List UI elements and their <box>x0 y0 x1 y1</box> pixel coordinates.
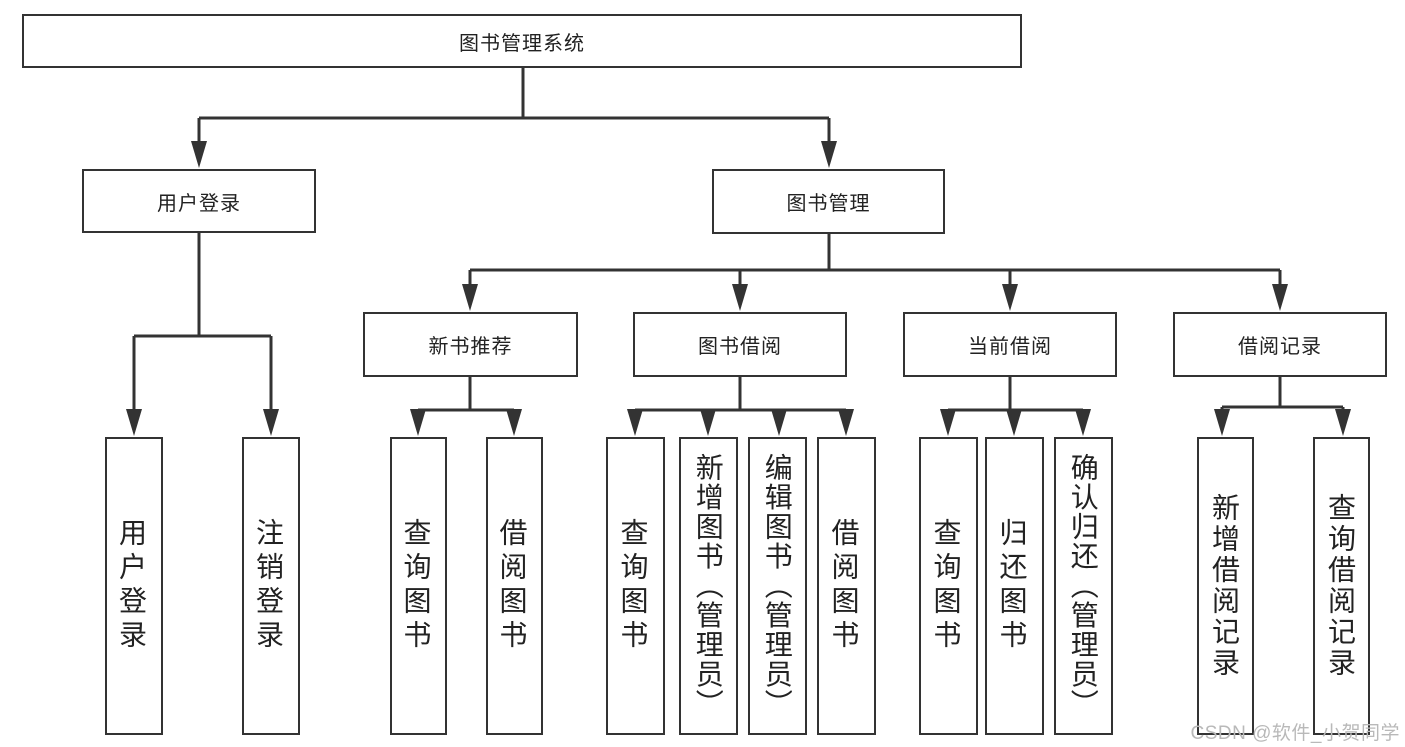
node-book-borrowing: 图书借阅 <box>633 312 847 377</box>
connector-current-borrowing <box>946 377 1085 413</box>
leaf-confirm-return-admin: 确认归还（管理员） <box>1054 437 1113 735</box>
leaf-label: 确认归还（管理员） <box>1067 453 1099 719</box>
connector-user-login <box>132 233 273 410</box>
leaf-label: 归还图书 <box>996 518 1028 654</box>
leaf-user-login: 用户登录 <box>105 437 163 735</box>
leaf-label: 编辑图书（管理员） <box>761 453 793 719</box>
leaf-add-borrow-record: 新增借阅记录 <box>1197 437 1254 735</box>
node-book-management-branch: 图书管理 <box>712 169 945 234</box>
leaf-label: 用户登录 <box>116 518 147 654</box>
leaf-logout: 注销登录 <box>242 437 300 735</box>
leaf-query-borrow-record: 查询借阅记录 <box>1313 437 1370 735</box>
leaf-label: 查询图书 <box>400 518 432 654</box>
connector-root <box>197 68 831 145</box>
connector-borrow-records <box>1220 377 1345 413</box>
leaf-query-books-recommend: 查询图书 <box>390 437 447 735</box>
leaf-label: 借阅图书 <box>828 518 860 654</box>
node-system-root: 图书管理系统 <box>22 14 1022 68</box>
node-borrow-records: 借阅记录 <box>1173 312 1387 377</box>
node-new-book-recommendation: 新书推荐 <box>363 312 578 377</box>
leaf-label: 查询图书 <box>617 518 649 654</box>
leaf-query-books-current: 查询图书 <box>919 437 978 735</box>
leaf-label: 新增图书（管理员） <box>692 453 724 719</box>
leaf-label: 注销登录 <box>253 518 284 654</box>
leaf-query-books-borrowing: 查询图书 <box>606 437 665 735</box>
leaf-edit-book-admin: 编辑图书（管理员） <box>748 437 807 735</box>
watermark: CSDN @软件_小贺同学 <box>1190 723 1400 744</box>
leaf-borrow-books: 借阅图书 <box>817 437 876 735</box>
leaf-label: 新增借阅记录 <box>1209 493 1240 679</box>
leaf-add-book-admin: 新增图书（管理员） <box>679 437 738 735</box>
connector-new-book-recommendation <box>416 377 516 413</box>
leaf-label: 查询借阅记录 <box>1325 493 1356 679</box>
leaf-return-books: 归还图书 <box>985 437 1044 735</box>
node-current-borrowing: 当前借阅 <box>903 312 1117 377</box>
leaf-label: 查询图书 <box>930 518 962 654</box>
connector-book-management <box>468 234 1282 287</box>
connector-book-borrowing <box>633 377 848 413</box>
leaf-borrow-books-recommend: 借阅图书 <box>486 437 543 735</box>
node-user-login-branch: 用户登录 <box>82 169 316 233</box>
leaf-label: 借阅图书 <box>496 518 528 654</box>
